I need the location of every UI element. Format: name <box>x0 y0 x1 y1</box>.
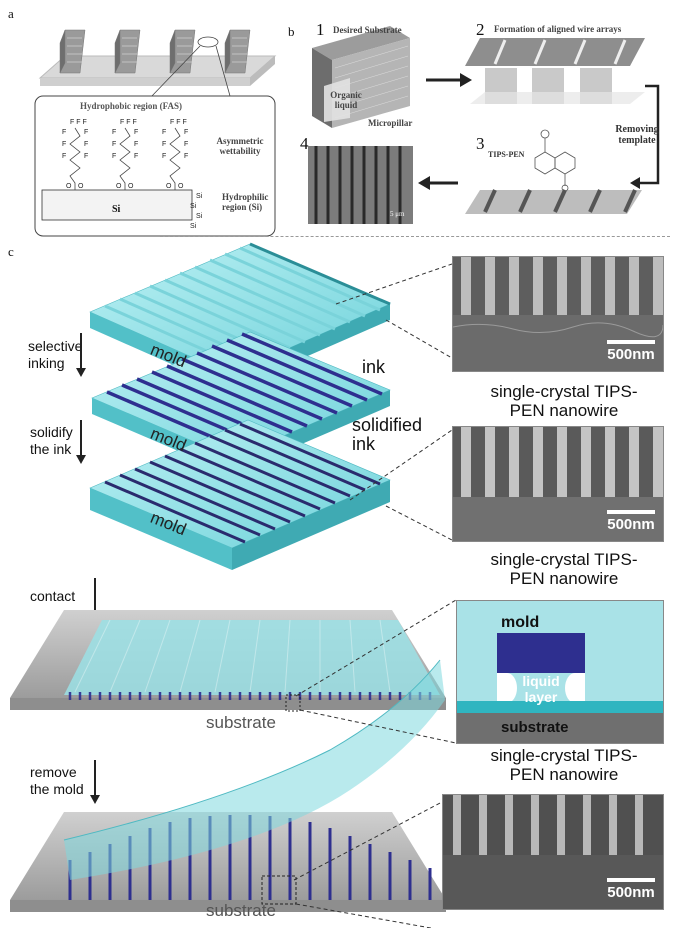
svg-text:F F F: F F F <box>120 119 137 126</box>
step2-number: 2 <box>476 20 485 39</box>
sem-3-scalebar: 500nm <box>607 878 655 901</box>
step4-number: 4 <box>300 134 309 153</box>
cross-section-substrate-label: substrate <box>501 719 569 736</box>
svg-text:Si: Si <box>190 203 197 210</box>
svg-text:F: F <box>162 129 166 136</box>
down-arrow-1 <box>80 333 82 369</box>
step4-scale-label: 5 μm <box>390 210 405 218</box>
micropillar-label: Micropillar <box>368 118 413 128</box>
cross-section-liquid-right <box>565 673 585 703</box>
svg-text:F: F <box>62 153 66 160</box>
organic-liquid-label: Organic liquid <box>330 90 362 110</box>
formation-label: Formation of aligned wire arrays <box>494 24 622 34</box>
solidified-ink-label: solidified ink <box>352 415 423 454</box>
step-solidify-ink: solidify the ink <box>30 424 73 457</box>
cross-section-liquid-left <box>497 673 517 703</box>
sem-1-scalebar: 500nm <box>607 340 655 363</box>
svg-text:O: O <box>166 183 172 190</box>
svg-text:Si: Si <box>190 223 197 230</box>
desired-substrate-label: Desired Substrate <box>333 25 402 35</box>
cross-section-mold-label: mold <box>501 614 540 631</box>
cross-section-mold <box>497 633 585 673</box>
remove-assembly <box>10 659 446 912</box>
asymmetric-label: Asymmetric wettability <box>216 136 264 156</box>
removing-template-label: Removing template <box>615 124 659 146</box>
sem-image-3: 500nm <box>442 794 664 910</box>
svg-text:Si: Si <box>196 213 203 220</box>
svg-text:Si: Si <box>196 193 203 200</box>
sem-1-scale-text: 500nm <box>607 346 655 363</box>
svg-text:F: F <box>162 141 166 148</box>
sem-2-scalebar: 500nm <box>607 510 655 533</box>
contact-assembly <box>10 610 446 712</box>
svg-text:O: O <box>178 183 184 190</box>
step3-number: 3 <box>476 134 485 153</box>
tips-pen-label: TIPS-PEN <box>488 150 525 159</box>
step-selective-inking: selective inking <box>28 338 83 371</box>
step-remove-mold: remove the mold <box>30 764 84 797</box>
panel-a-letter: a <box>8 6 14 21</box>
svg-text:F: F <box>134 153 138 160</box>
cross-section-nanowire-layer <box>457 701 663 713</box>
down-arrow-4-head <box>90 795 100 804</box>
svg-text:F: F <box>62 141 66 148</box>
svg-text:F F F: F F F <box>70 119 87 126</box>
nanowire-label-3: single-crystal TIPS-PEN nanowire <box>490 746 638 784</box>
down-arrow-3 <box>94 578 96 614</box>
svg-text:O: O <box>116 183 122 190</box>
panel-c-letter: c <box>8 244 14 259</box>
sem-image-2: 500nm <box>452 426 664 542</box>
sem-2-scale-text: 500nm <box>607 516 655 533</box>
ink-label: ink <box>362 357 386 377</box>
sem-2-structure <box>453 427 663 541</box>
hydrophobic-label: Hydrophobic region (FAS) <box>80 101 183 111</box>
hydrophilic-label: Hydrophilic region (Si) <box>222 192 269 212</box>
svg-text:F: F <box>62 129 66 136</box>
svg-text:F: F <box>134 141 138 148</box>
sem-image-1: 500nm <box>452 256 664 372</box>
svg-text:O: O <box>128 183 134 190</box>
svg-text:F: F <box>84 153 88 160</box>
sem-3-structure <box>443 795 663 909</box>
svg-text:F F F: F F F <box>170 119 187 126</box>
down-arrow-1-head <box>76 368 86 377</box>
substrate-label-remove: substrate <box>206 901 276 920</box>
panel-b-illustration <box>308 26 660 224</box>
svg-text:F: F <box>112 141 116 148</box>
substrate-label-contact: substrate <box>206 713 276 732</box>
down-arrow-4 <box>94 760 96 796</box>
svg-text:F: F <box>134 129 138 136</box>
step1-number: 1 <box>316 20 325 39</box>
svg-text:O: O <box>78 183 84 190</box>
step-contact: contact <box>30 588 76 604</box>
fas-molecules <box>69 127 181 190</box>
section-divider <box>160 236 670 237</box>
nanowire-label-2: single-crystal TIPS-PEN nanowire <box>490 550 638 588</box>
panel-c-illustration <box>10 242 457 928</box>
svg-text:F: F <box>84 129 88 136</box>
cross-section-schematic: mold liquid layer substrate <box>456 600 664 744</box>
svg-text:F: F <box>84 141 88 148</box>
svg-text:F: F <box>184 153 188 160</box>
panel-b-letter: b <box>288 24 295 39</box>
svg-text:F: F <box>162 153 166 160</box>
sem-3-scale-text: 500nm <box>607 884 655 901</box>
cross-section-liquid-label: liquid layer <box>522 673 560 705</box>
svg-text:O: O <box>66 183 72 190</box>
mold-3 <box>89 419 391 570</box>
down-arrow-2 <box>80 420 82 456</box>
svg-text:F: F <box>112 129 116 136</box>
nanowire-label-1: single-crystal TIPS-PEN nanowire <box>490 382 638 420</box>
svg-text:F: F <box>112 153 116 160</box>
svg-text:F: F <box>184 129 188 136</box>
cross-section-substrate <box>457 713 663 743</box>
si-substrate-label: Si <box>112 204 121 215</box>
down-arrow-2-head <box>76 455 86 464</box>
svg-text:F: F <box>184 141 188 148</box>
